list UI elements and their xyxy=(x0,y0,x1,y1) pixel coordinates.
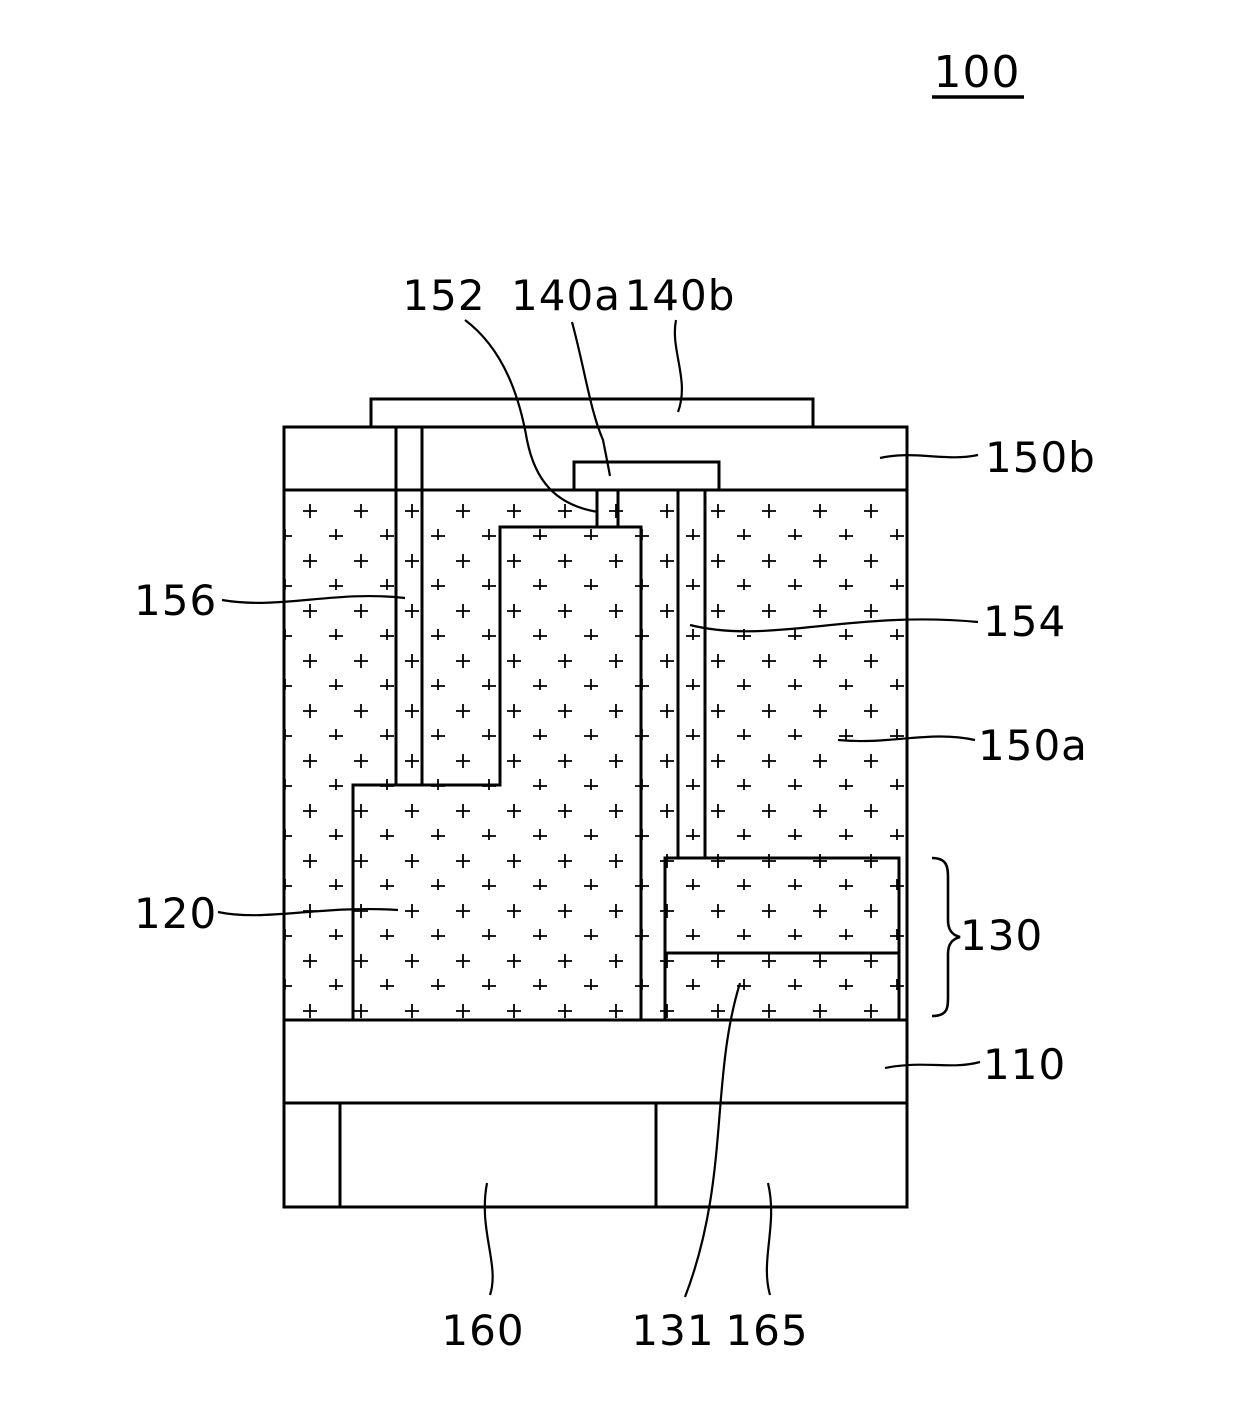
layer-150b xyxy=(284,427,907,490)
layer-160 xyxy=(340,1103,656,1207)
layer-110 xyxy=(284,1020,907,1103)
label-156: 156 xyxy=(134,576,217,625)
bracket-130 xyxy=(932,858,960,1016)
leader-160 xyxy=(485,1183,493,1295)
label-131: 131 xyxy=(631,1306,714,1355)
leader-165 xyxy=(767,1183,771,1295)
leader-131 xyxy=(685,983,740,1297)
label-150a: 150a xyxy=(978,721,1088,770)
figure-number-label: 100 xyxy=(934,47,1021,98)
label-140b: 140b xyxy=(625,271,736,320)
leader-110 xyxy=(885,1062,980,1068)
label-130: 130 xyxy=(960,911,1043,960)
label-152: 152 xyxy=(402,271,485,320)
label-160: 160 xyxy=(441,1306,524,1355)
layer-150a xyxy=(284,490,907,1020)
label-140a: 140a xyxy=(511,271,621,320)
label-154: 154 xyxy=(983,597,1066,646)
bottom-left-blank xyxy=(284,1103,340,1207)
layer-165 xyxy=(656,1103,907,1207)
label-165: 165 xyxy=(725,1306,808,1355)
label-110: 110 xyxy=(983,1040,1066,1089)
leader-150b xyxy=(880,455,978,458)
label-150b: 150b xyxy=(985,433,1096,482)
label-120: 120 xyxy=(134,889,217,938)
